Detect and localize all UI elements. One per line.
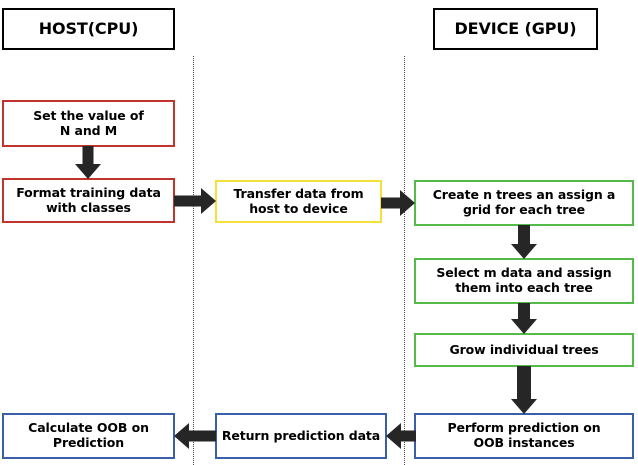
- arrow-create-trees-to-select-m-data: [511, 225, 537, 259]
- lane-divider-transfer-device: [404, 56, 405, 465]
- node-set-values-label: Set the value of N and M: [4, 107, 173, 139]
- node-calculate-oob-label: Calculate OOB on Prediction: [4, 420, 173, 451]
- arrow-set-values-to-format-training: [75, 146, 101, 179]
- node-select-m-data-line1: Select m data and assign: [436, 265, 612, 281]
- node-set-values-line1: Set the value of: [33, 107, 144, 123]
- node-transfer-data-label: Transfer data from host to device: [217, 185, 380, 217]
- node-set-the-value-of-n-and-m[interactable]: Set the value of N and M: [2, 100, 175, 147]
- node-select-m-data-line2: them into each tree: [455, 280, 593, 295]
- arrow-format-training-to-transfer-data: [174, 188, 216, 214]
- node-format-training-line1: Format training data: [16, 184, 161, 200]
- node-select-m-data-label: Select m data and assign them into each …: [416, 265, 632, 296]
- node-calculate-oob-line2: Prediction: [52, 435, 125, 450]
- node-perform-prediction-line2: OOB instances: [473, 435, 575, 450]
- node-format-training-data[interactable]: Format training data with classes: [2, 178, 175, 223]
- node-transfer-data-line1: Transfer data from: [233, 185, 364, 201]
- node-grow-trees-label: Grow individual trees: [449, 341, 599, 357]
- node-transfer-data-line2: host to device: [249, 200, 348, 216]
- node-return-prediction-data[interactable]: Return prediction data: [215, 413, 387, 459]
- node-format-training-label: Format training data with classes: [4, 184, 173, 216]
- arrow-transfer-data-to-create-trees: [381, 190, 415, 216]
- arrow-select-m-data-to-grow-trees: [511, 303, 537, 334]
- node-perform-prediction-on-oob-instances[interactable]: Perform prediction on OOB instances: [414, 413, 634, 459]
- node-return-prediction-label: Return prediction data: [221, 427, 381, 443]
- node-create-trees-line1: Create n trees an assign a: [432, 187, 616, 203]
- node-set-values-line2: N and M: [59, 122, 118, 138]
- node-perform-prediction-label: Perform prediction on OOB instances: [416, 420, 632, 451]
- arrow-perform-prediction-to-return-prediction: [386, 423, 416, 449]
- node-calculate-oob-on-prediction[interactable]: Calculate OOB on Prediction: [2, 413, 175, 459]
- node-transfer-data-from-host-to-device[interactable]: Transfer data from host to device: [215, 180, 382, 223]
- node-create-trees-line2: grid for each tree: [462, 202, 586, 217]
- node-calculate-oob-line1: Calculate OOB on: [28, 420, 149, 436]
- lane-header-host: HOST(CPU): [2, 8, 175, 50]
- node-select-m-data[interactable]: Select m data and assign them into each …: [414, 258, 634, 304]
- lane-header-device: DEVICE (GPU): [433, 8, 598, 50]
- node-create-n-trees[interactable]: Create n trees an assign a grid for each…: [414, 180, 634, 226]
- arrow-grow-trees-to-perform-prediction: [511, 366, 537, 414]
- node-create-trees-label: Create n trees an assign a grid for each…: [416, 187, 632, 218]
- arrow-return-prediction-to-calculate-oob: [174, 423, 216, 449]
- node-perform-prediction-line1: Perform prediction on: [447, 420, 601, 436]
- node-format-training-line2: with classes: [46, 199, 131, 215]
- lane-header-host-label: HOST(CPU): [38, 18, 139, 38]
- node-grow-individual-trees[interactable]: Grow individual trees: [414, 333, 634, 367]
- lane-header-device-label: DEVICE (GPU): [454, 18, 577, 38]
- lane-divider-host-transfer: [193, 56, 194, 465]
